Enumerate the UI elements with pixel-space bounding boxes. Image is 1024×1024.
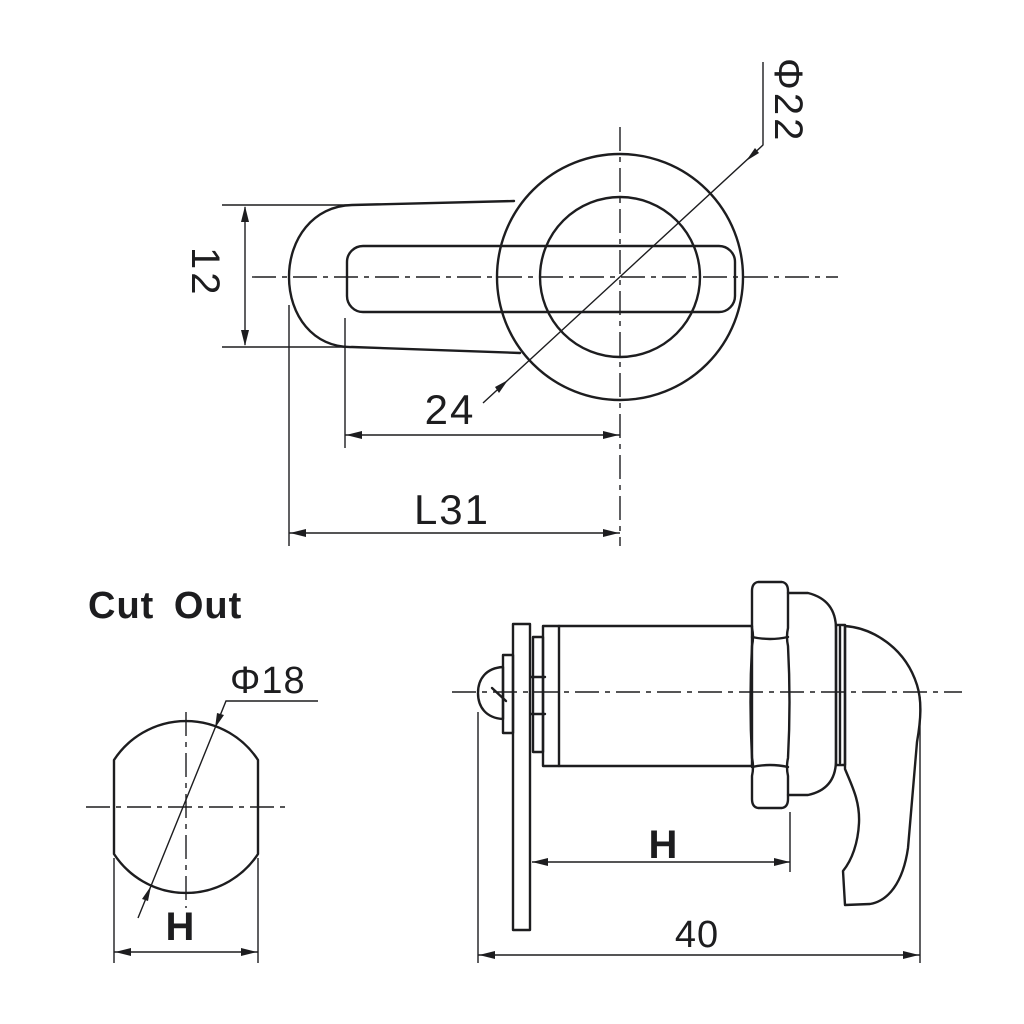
cutout-view: Cut Out Φ18 H <box>86 585 318 963</box>
dim-Hcut-arrows <box>115 948 257 956</box>
dim-12-arrows <box>241 206 249 346</box>
cam-collar <box>501 653 515 735</box>
dim-12-extension-lines <box>222 204 350 348</box>
dim-40-label: 40 <box>675 914 719 956</box>
cutout-title: Cut Out <box>88 585 242 627</box>
cam-dome-tip <box>476 665 505 721</box>
cam-plate <box>511 622 532 932</box>
dia-18-label: Φ18 <box>230 660 306 702</box>
washer-stack <box>531 635 545 754</box>
dia-18-leader-line <box>137 700 318 919</box>
dim-24-L31-extension-lines <box>288 305 346 546</box>
hex-nut-outline <box>749 580 791 810</box>
dim-Hcut-label: H <box>166 905 195 949</box>
lock-bezel <box>786 591 838 797</box>
inner-circle-body <box>538 195 702 359</box>
dia-22-leader-line <box>482 62 764 404</box>
top-view: 12 24 L31 Φ22 <box>183 58 838 546</box>
dim-L31-label: L31 <box>414 486 490 533</box>
handle-hook-profile <box>841 624 922 907</box>
dim-Hcut-extension-lines <box>113 858 259 963</box>
dim-24-label: 24 <box>425 386 476 433</box>
dim-40-extension-lines <box>477 697 921 963</box>
outer-circle-body <box>495 152 745 402</box>
lock-barrel <box>541 624 754 768</box>
dim-Hside-label: H <box>649 823 678 867</box>
dim-12-label: 12 <box>183 247 227 298</box>
handle-outline-top <box>287 199 522 355</box>
dia-22-label: Φ22 <box>766 58 810 143</box>
handle-grip-bar <box>345 244 737 314</box>
hex-nut-facet-lines <box>750 635 790 769</box>
side-view: H 40 <box>452 580 962 963</box>
